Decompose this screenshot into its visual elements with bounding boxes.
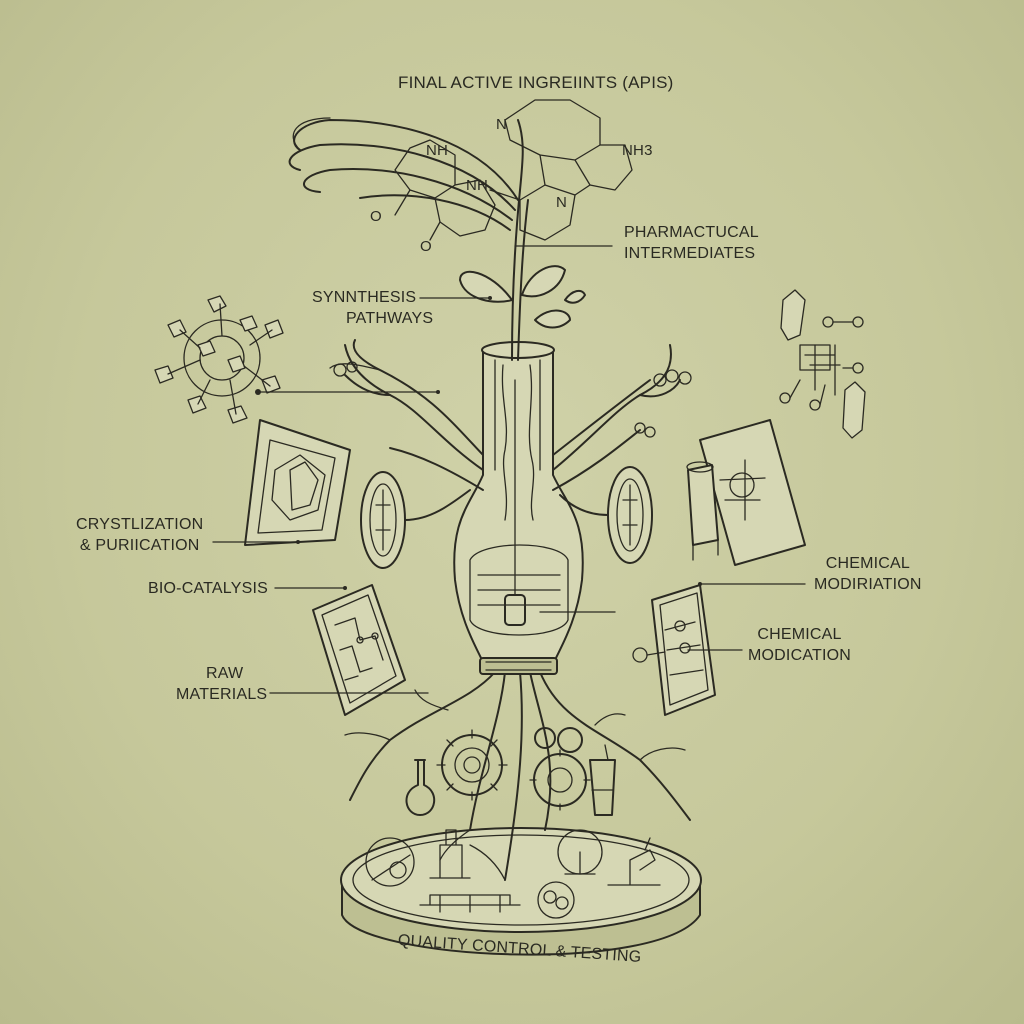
vessel-trunk	[453, 341, 584, 675]
gears-cluster-icon	[529, 727, 591, 811]
right-capsule-icon	[559, 466, 653, 564]
left-capsule-icon	[360, 471, 471, 569]
label-chemical-modification-2: CHEMICAL MODICATION	[748, 626, 852, 664]
round-flask-icon	[405, 759, 435, 816]
branches	[329, 339, 692, 491]
label-nh3: NH3	[622, 142, 653, 159]
molecular-structure-right-icon	[779, 289, 866, 439]
label-nh-1: NH	[426, 142, 449, 159]
leader-lines	[212, 245, 806, 694]
label-n-2: N	[556, 194, 568, 211]
label-n-1: N	[496, 116, 508, 133]
bio-catalysis-panel	[312, 584, 406, 716]
label-o-1: O	[370, 208, 382, 225]
diagram-title: FINAL ACTIVE INGREIINTS (APIS)	[398, 73, 674, 92]
molecule-left-rings	[394, 139, 496, 241]
label-o-2: O	[420, 238, 432, 255]
molecule-right-rings	[489, 99, 633, 241]
label-crystallization: CRYSTLIZATION & PURIICATION	[76, 516, 204, 554]
label-synthesis-pathways: SYNNTHESIS PATHWAYS	[312, 289, 434, 327]
roots	[344, 671, 691, 881]
label-bio-catalysis: BIO-CATALYSIS	[148, 580, 268, 597]
lab-instruments-icon	[365, 829, 661, 919]
molecular-cluster-icon	[154, 295, 284, 424]
quality-control-platform	[340, 827, 702, 956]
chemical-modification-panel-lower	[632, 584, 716, 716]
label-chemical-modification-1: CHEMICAL MODIRIATION	[814, 555, 922, 593]
label-raw-materials: RAW MATERIALS	[176, 665, 268, 703]
gear-icon	[436, 729, 508, 801]
label-pharmaceutical-intermediates: PHARMACTUCAL INTERMEDIATES	[624, 224, 759, 262]
label-nh-2: NH	[466, 177, 489, 194]
test-beaker-icon	[589, 744, 616, 816]
chemical-modification-panel-upper	[686, 419, 806, 566]
sprout-stem	[288, 117, 586, 361]
crystallization-panel	[244, 419, 351, 546]
